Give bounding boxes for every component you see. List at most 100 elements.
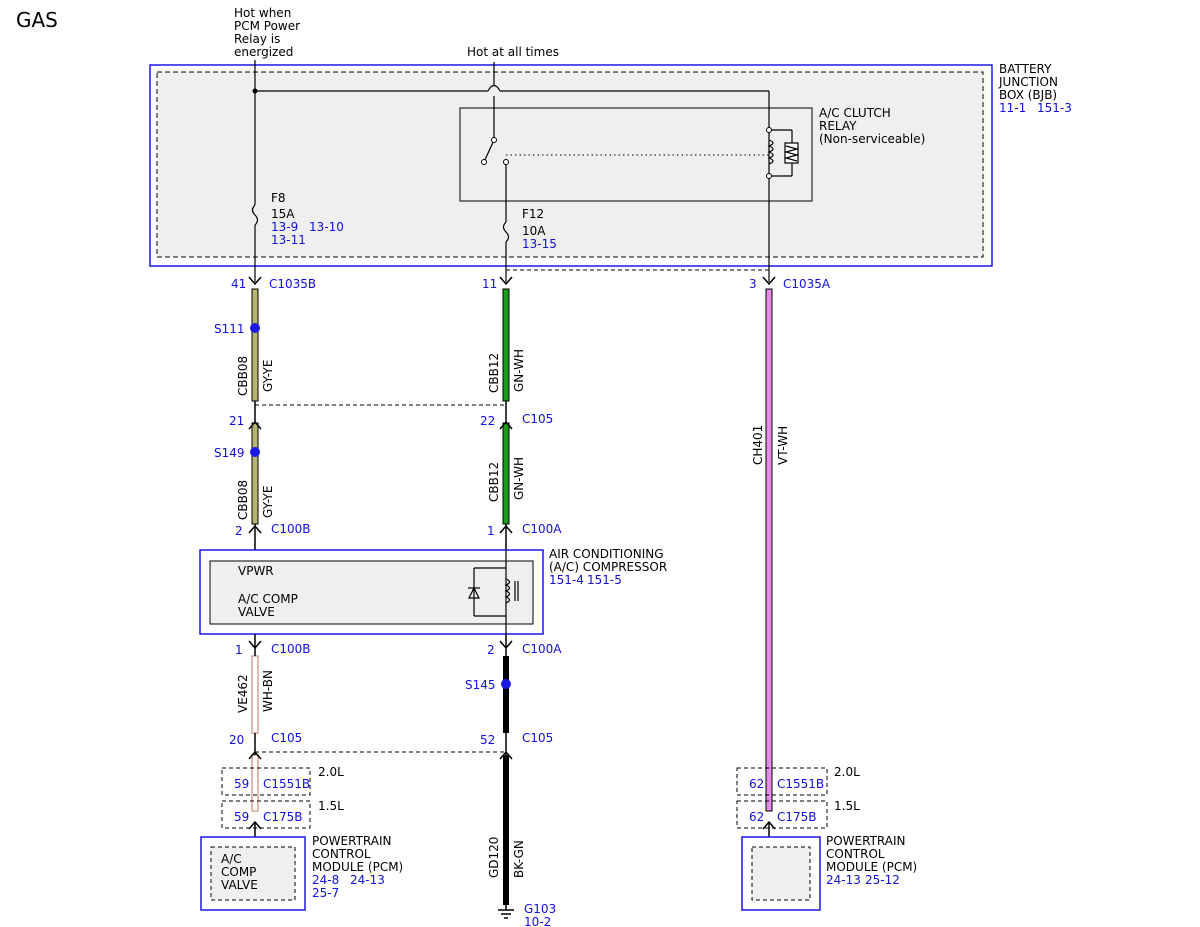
c100a-bot-name[interactable]: C100A — [522, 642, 562, 656]
pcm-left-ref-1[interactable]: 24-8 — [312, 873, 339, 887]
c175b-right-pin[interactable]: 62 — [749, 810, 764, 824]
c100b-bot-name[interactable]: C100B — [271, 642, 311, 656]
compressor-name-line-2: (A/C) COMPRESSOR — [549, 560, 667, 574]
c1035b-pin[interactable]: 41 — [231, 277, 246, 291]
pcm-left-name-line-2: CONTROL — [312, 847, 371, 861]
c1551b-right-engine: 2.0L — [834, 765, 860, 779]
wire-mid-upper[interactable] — [502, 288, 510, 402]
c1551b-right-name[interactable]: C1551B — [777, 777, 824, 791]
pcm-right-name-line-1: POWERTRAIN — [826, 834, 906, 848]
ground-name[interactable]: G103 — [524, 902, 556, 916]
bjb-ref-2[interactable]: 151-3 — [1037, 101, 1072, 115]
c1035b-f12-pin[interactable]: 11 — [482, 277, 497, 291]
wire-left-lower-color: WH-BN — [261, 670, 275, 712]
c1551b-left-name[interactable]: C1551B — [263, 777, 310, 791]
pcm-right-ref-1[interactable]: 24-13 — [826, 873, 861, 887]
c105-mid-pin[interactable]: 22 — [480, 414, 495, 428]
wire-mid-mid[interactable] — [502, 422, 510, 525]
pcm-right-inner-box — [751, 846, 811, 901]
c100a-top-pin[interactable]: 1 — [487, 524, 495, 538]
junction-dot — [252, 88, 258, 94]
c100a-bot-pin[interactable]: 2 — [487, 643, 495, 657]
pcm-left-ref-2[interactable]: 24-13 — [350, 873, 385, 887]
splice-s149-label[interactable]: S149 — [214, 446, 245, 460]
wire-mid-lower-circuit: GD120 — [487, 837, 501, 878]
wire-mid-lower-color: BK-GN — [512, 840, 526, 878]
c100b-bot-pin[interactable]: 1 — [235, 643, 243, 657]
c105-chevrons — [248, 401, 513, 430]
c175b-right-engine: 1.5L — [834, 799, 860, 813]
fuse-f12-ref-1[interactable]: 13-15 — [522, 237, 557, 251]
wire-right-circuit: CH401 — [751, 425, 765, 465]
pcm-right-ref-2[interactable]: 25-12 — [865, 873, 900, 887]
c100-bottom-chevrons — [248, 634, 513, 656]
pcm-left-inner-line-1: A/C — [221, 852, 242, 866]
bjb-name-line-3: BOX (BJB) — [999, 88, 1057, 102]
relay-name-line-3: (Non-serviceable) — [819, 132, 925, 146]
c105-left-pin[interactable]: 21 — [229, 414, 244, 428]
bjb-ref-1[interactable]: 11-1 — [999, 101, 1026, 115]
hot-at-all-times-note: Hot at all times — [467, 45, 559, 59]
fuse-f12-id: F12 — [522, 207, 544, 221]
relay-contact — [503, 159, 509, 165]
wire-right[interactable] — [765, 288, 773, 812]
c100-top-chevrons — [248, 524, 513, 550]
ac-clutch-relay-box — [459, 107, 813, 202]
wire-left-lower-circuit: VE462 — [236, 674, 250, 713]
pcm-left-name-line-1: POWERTRAIN — [312, 834, 392, 848]
relay-coil-terminal — [766, 127, 772, 133]
page-label: GAS — [16, 8, 58, 32]
c1035b-name[interactable]: C1035B — [269, 277, 316, 291]
c175b-left-pin[interactable]: 59 — [234, 810, 249, 824]
wire-left-upper-color: GY-YE — [261, 360, 275, 392]
wire-left-mid[interactable] — [251, 422, 259, 525]
fuse-f8-ref-1[interactable]: 13-9 — [271, 220, 298, 234]
pcm-relay-note-line-3: Relay is — [234, 32, 280, 46]
wire-left-mid-color: GY-YE — [261, 486, 275, 518]
pcm-relay-note-line-4: energized — [234, 45, 293, 59]
c105-left2-pin[interactable]: 20 — [229, 733, 244, 747]
compressor-ref-2[interactable]: 151-5 — [587, 573, 622, 587]
pcm-right-name-line-2: CONTROL — [826, 847, 885, 861]
splice-s111-label[interactable]: S111 — [214, 322, 245, 336]
fuse-f8-ref-2[interactable]: 13-10 — [309, 220, 344, 234]
ground-ref[interactable]: 10-2 — [524, 915, 551, 927]
splice-s145-label[interactable]: S145 — [465, 678, 496, 692]
pcm-relay-note-line-2: PCM Power — [234, 19, 300, 33]
c100b-top-name[interactable]: C100B — [271, 522, 311, 536]
relay-name-line-2: RELAY — [819, 119, 857, 133]
c1551b-left-pin[interactable]: 59 — [234, 777, 249, 791]
wire-left-upper[interactable] — [251, 288, 259, 402]
c175b-right-name[interactable]: C175B — [777, 810, 817, 824]
c105-mid2-pin[interactable]: 52 — [480, 733, 495, 747]
pcm-right-outline — [741, 836, 821, 911]
c1035a-name[interactable]: C1035A — [783, 277, 831, 291]
c175b-left-name[interactable]: C175B — [263, 810, 303, 824]
c105-mid-name[interactable]: C105 — [522, 412, 553, 426]
fuse-f8-ref-3[interactable]: 13-11 — [271, 233, 306, 247]
c1551b-right-box — [736, 767, 828, 796]
pcm-left-ref-3[interactable]: 25-7 — [312, 886, 339, 900]
c1551b-right-pin[interactable]: 62 — [749, 777, 764, 791]
splice-s111[interactable] — [250, 323, 260, 333]
splice-s145[interactable] — [501, 679, 511, 689]
bjb-name-line-2: JUNCTION — [998, 75, 1058, 89]
splice-s149[interactable] — [250, 447, 260, 457]
relay-coil-terminal — [766, 173, 772, 179]
wire-mid-lower[interactable] — [503, 656, 509, 905]
connector-chevrons — [248, 276, 776, 286]
bjb-inner-box — [156, 71, 984, 258]
c100a-top-name[interactable]: C100A — [522, 522, 562, 536]
c1035a-pin[interactable]: 3 — [749, 277, 757, 291]
c100b-top-pin[interactable]: 2 — [235, 524, 243, 538]
fuse-f8-id: F8 — [271, 191, 286, 205]
pcm-left-inner-line-3: VALVE — [221, 878, 258, 892]
compressor-valve-line-1: A/C COMP — [238, 592, 298, 606]
c175b-left-engine: 1.5L — [318, 799, 344, 813]
relay-name-line-1: A/C CLUTCH — [819, 106, 891, 120]
c105-left2-name[interactable]: C105 — [271, 731, 302, 745]
wire-mid-upper-color: GN-WH — [512, 349, 526, 392]
compressor-ref-1[interactable]: 151-4 — [549, 573, 584, 587]
c105-mid2-name[interactable]: C105 — [522, 731, 553, 745]
